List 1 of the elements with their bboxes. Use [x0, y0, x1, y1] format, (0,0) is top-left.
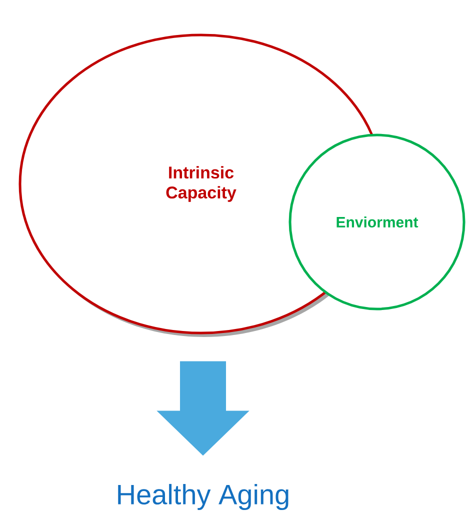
outcome-text: Healthy Aging [118, 484, 288, 510]
